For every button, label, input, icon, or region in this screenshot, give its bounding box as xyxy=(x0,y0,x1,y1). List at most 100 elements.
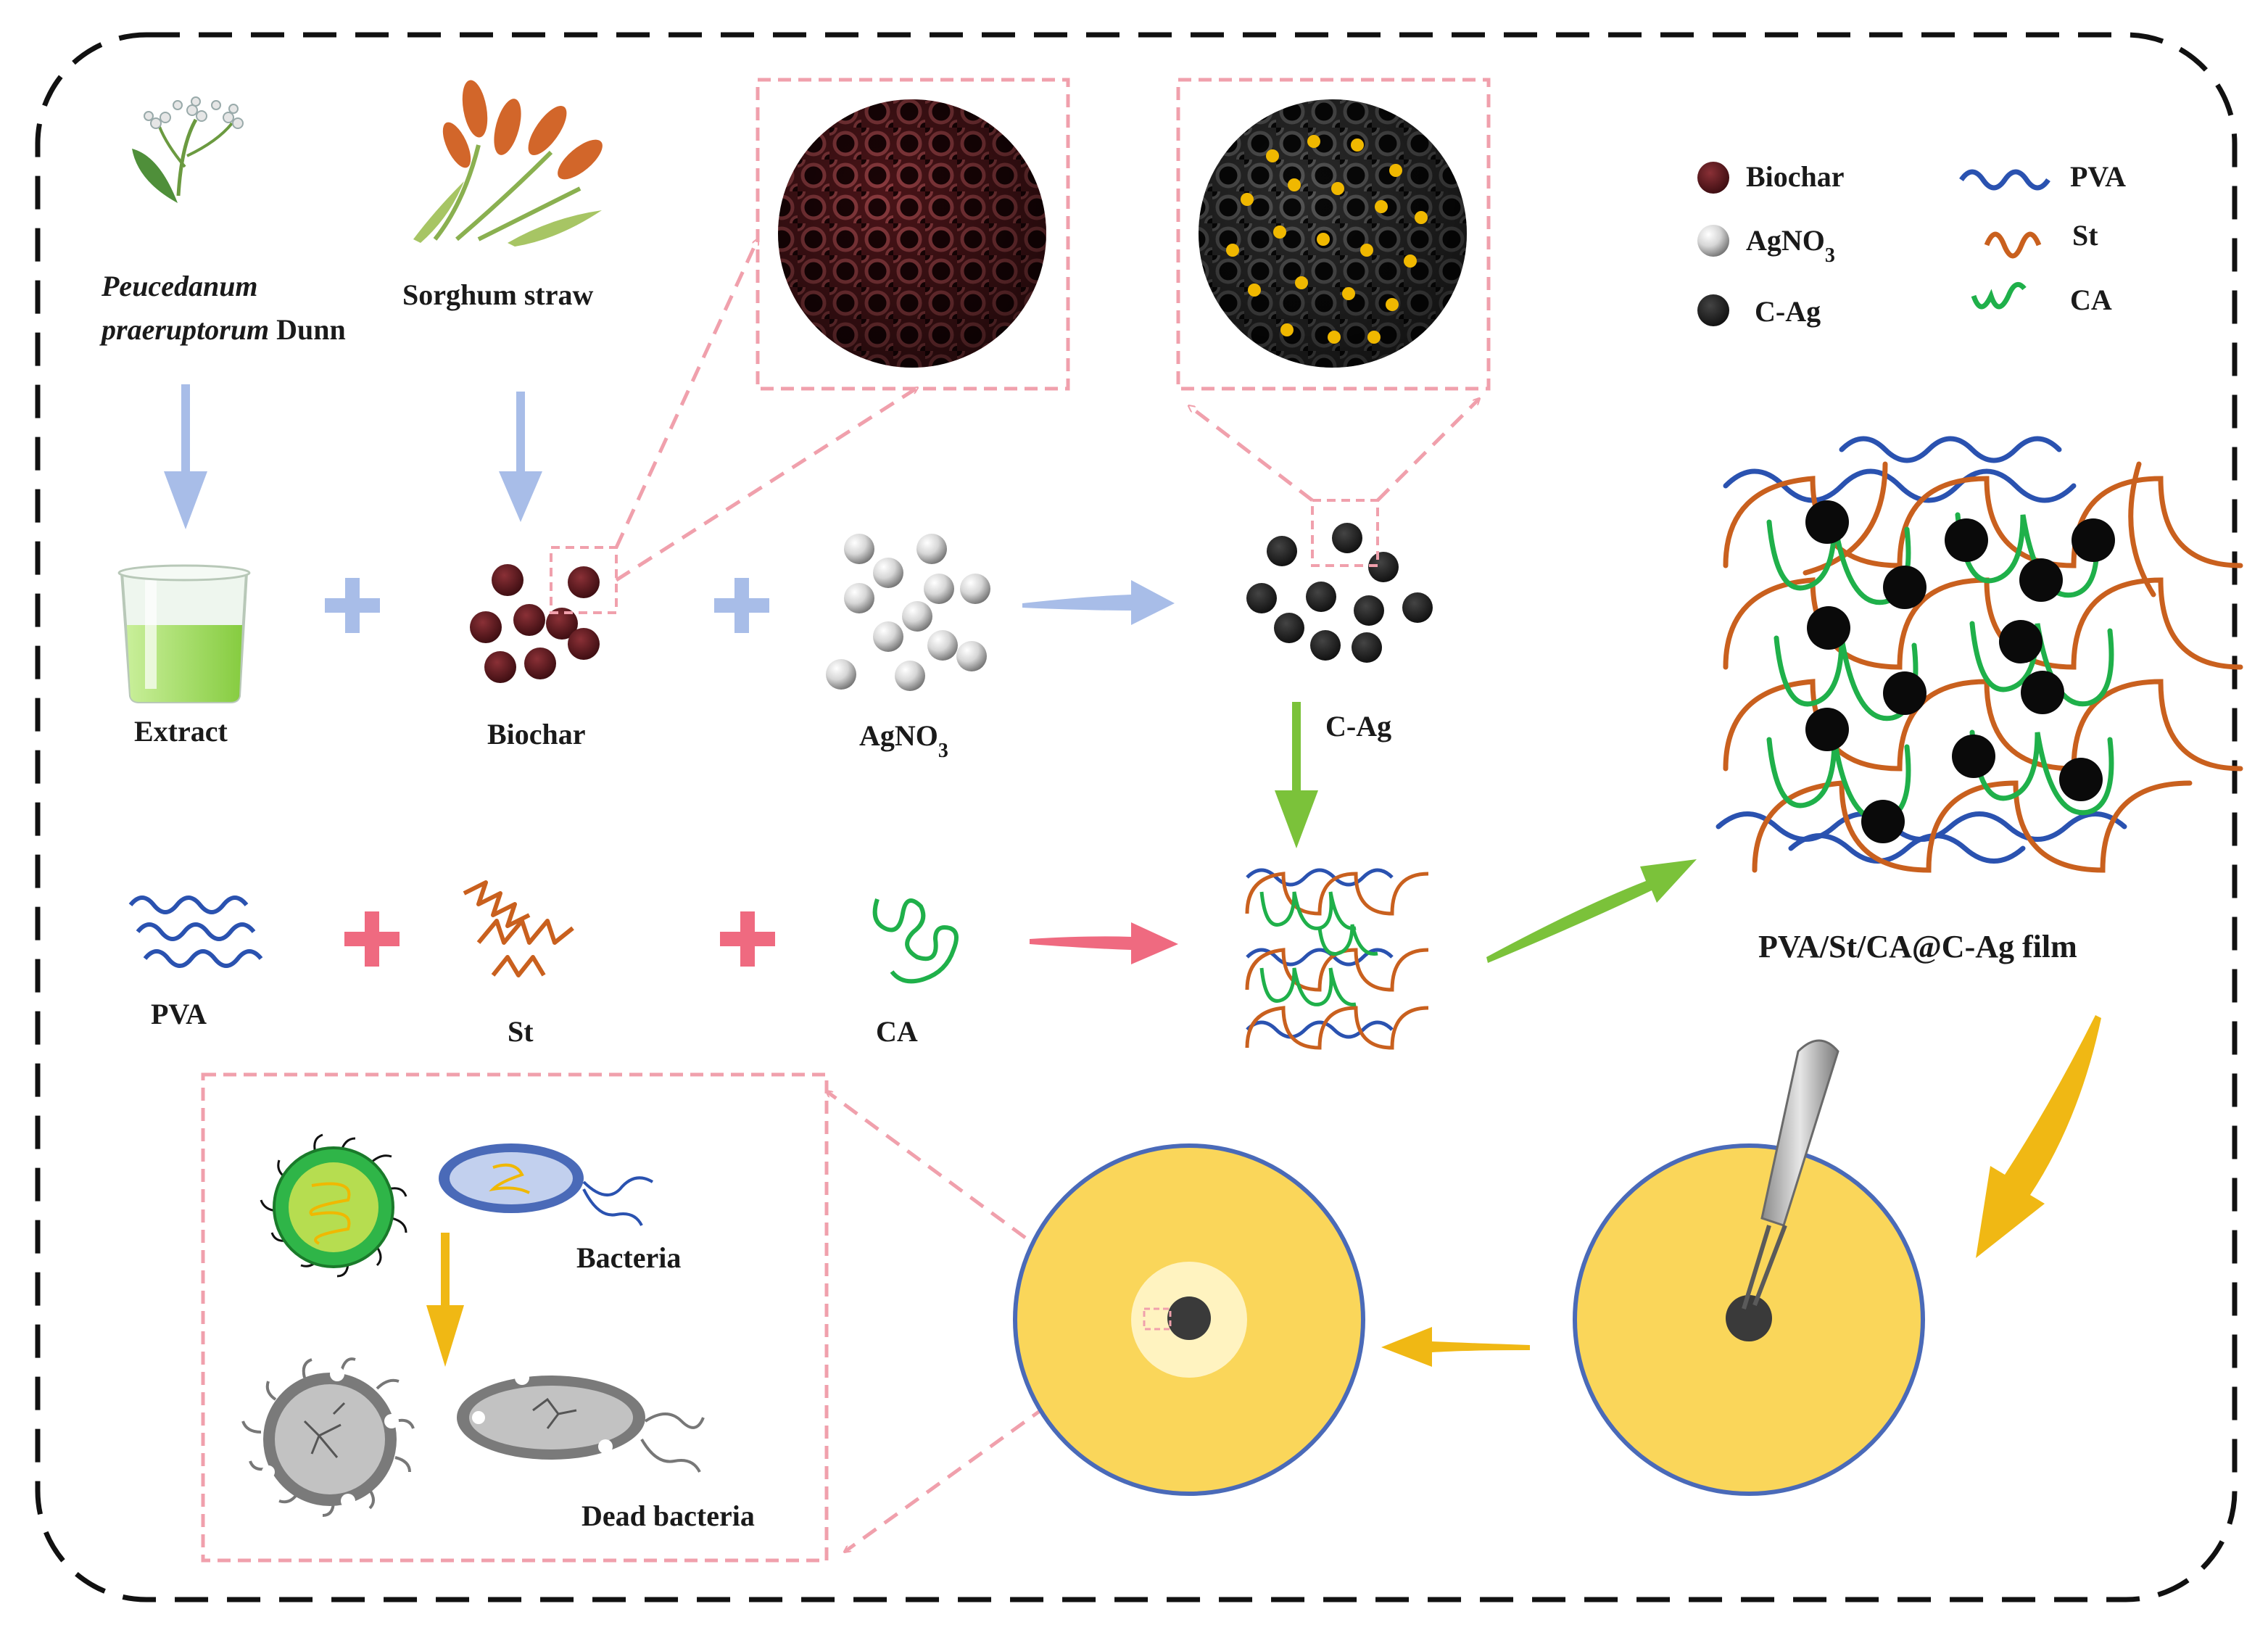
ca-label: CA xyxy=(876,1015,918,1048)
cag-label: C-Ag xyxy=(1325,710,1391,743)
legend-st-label: St xyxy=(2072,219,2098,252)
peucedanum-label-line1: Peucedanum xyxy=(101,270,258,302)
cag-sphere-frame xyxy=(1176,78,1491,391)
cag-nodes xyxy=(1805,500,2115,843)
down-arrow-yellow xyxy=(1976,1015,2101,1258)
bacteria-label: Bacteria xyxy=(576,1241,681,1274)
plus-sign-pink-1 xyxy=(344,911,400,967)
cag-particle xyxy=(1274,613,1304,643)
film-disc-left xyxy=(1167,1296,1211,1340)
ca-chain-icon xyxy=(872,898,959,984)
extract-label: Extract xyxy=(134,715,228,748)
st-label: St xyxy=(508,1015,534,1048)
biochar-label: Biochar xyxy=(487,718,586,750)
biochar-particle xyxy=(513,604,545,636)
pva-label: PVA xyxy=(151,998,207,1030)
film-network xyxy=(1716,436,2243,873)
agno3-particle xyxy=(895,661,925,691)
plus-sign-blue-2 xyxy=(714,578,769,633)
plant-icon xyxy=(132,96,244,203)
cag-particle xyxy=(1246,583,1277,613)
cag-particle xyxy=(1332,523,1362,553)
legend-cag-swatch xyxy=(1697,294,1729,326)
film-label: PVA/St/CA@C-Ag film xyxy=(1758,929,2077,964)
dead-bacteria-label: Dead bacteria xyxy=(582,1500,755,1532)
agno3-particle xyxy=(844,534,874,564)
bacteria-icon: Bacteria Dead xyxy=(241,1133,755,1532)
cag-particle xyxy=(1402,592,1433,623)
biochar-particle xyxy=(470,611,502,643)
agno3-particle xyxy=(916,534,947,564)
cag-particle xyxy=(1267,536,1297,566)
biochar-particle xyxy=(524,648,556,679)
agno3-particle xyxy=(844,583,874,613)
agno3-particle xyxy=(902,601,932,632)
plus-sign-pink-2 xyxy=(720,911,775,967)
biochar-particle xyxy=(484,651,516,683)
cag-sphere xyxy=(1199,99,1467,368)
legend-pva-swatch xyxy=(1959,169,2050,191)
right-arrow-pink xyxy=(1030,922,1178,964)
agno3-label: AgNO3 xyxy=(859,719,948,762)
legend-ca-label: CA xyxy=(2070,284,2112,316)
right-arrow-green xyxy=(1486,859,1697,963)
legend-biochar-label: Biochar xyxy=(1746,160,1845,193)
petri-dish-icon xyxy=(1573,1143,1925,1496)
down-arrow-biochar xyxy=(499,392,542,522)
sorghum-icon xyxy=(413,80,603,247)
legend-agno3-label: AgNO3 xyxy=(1746,224,1835,267)
cag-particle xyxy=(1306,582,1336,612)
right-arrow-blue xyxy=(1022,580,1175,625)
inhibition-zoom-box xyxy=(1143,1307,1172,1331)
coccus-live xyxy=(260,1133,407,1278)
biochar-particle xyxy=(568,628,600,660)
agno3-particle xyxy=(924,574,954,604)
agno3-particle xyxy=(873,621,903,652)
biochar-particles xyxy=(470,564,600,683)
agno3-particle xyxy=(956,641,987,671)
agno3-particle xyxy=(960,574,990,604)
biochar-particle xyxy=(492,564,523,596)
coccus-dead xyxy=(241,1357,415,1517)
tweezers-icon xyxy=(1742,1039,1839,1310)
bacillus-dead xyxy=(457,1370,705,1473)
film-disc-right xyxy=(1726,1295,1772,1341)
bacteria-zoom-frame xyxy=(201,1072,829,1563)
agno3-particle xyxy=(826,659,856,690)
outer-frame xyxy=(35,32,2238,1602)
plus-sign-blue-1 xyxy=(325,578,380,633)
legend-agno3-swatch xyxy=(1697,225,1729,257)
biochar-sphere xyxy=(778,99,1046,368)
legend-st-swatch xyxy=(1984,231,2042,259)
legend-ca-swatch xyxy=(1971,281,2027,310)
cag-zoom-box xyxy=(1311,499,1379,567)
cag-particle xyxy=(1354,595,1384,626)
legend-pva-label: PVA xyxy=(2070,160,2126,193)
biochar-particle xyxy=(546,608,578,640)
st-chain-icon xyxy=(463,880,574,977)
down-arrow-yellow-small xyxy=(426,1233,464,1367)
cag-particle xyxy=(1368,552,1399,582)
silver-nanoparticles xyxy=(1226,135,1428,344)
agno3-particle xyxy=(927,630,958,661)
agno3-particles xyxy=(826,534,990,691)
small-network xyxy=(1245,868,1429,1050)
down-arrow-green xyxy=(1275,702,1318,848)
left-arrow-yellow xyxy=(1381,1327,1530,1367)
cag-particle xyxy=(1352,632,1382,663)
cag-particles xyxy=(1246,523,1433,663)
biochar-zoom-box xyxy=(550,546,618,614)
agno3-particle xyxy=(873,558,903,588)
beaker-icon xyxy=(117,564,251,703)
petri-dish-left xyxy=(1013,1143,1365,1496)
bacillus-live xyxy=(439,1143,654,1226)
peucedanum-label-line2: praeruptorum Dunn xyxy=(99,313,346,346)
down-arrow-extract xyxy=(164,384,207,529)
legend-biochar-swatch xyxy=(1697,162,1729,194)
pva-chain-icon xyxy=(128,895,263,968)
cag-particle xyxy=(1310,630,1341,661)
legend-cag-label: C-Ag xyxy=(1755,295,1821,328)
biochar-particle xyxy=(568,566,600,598)
